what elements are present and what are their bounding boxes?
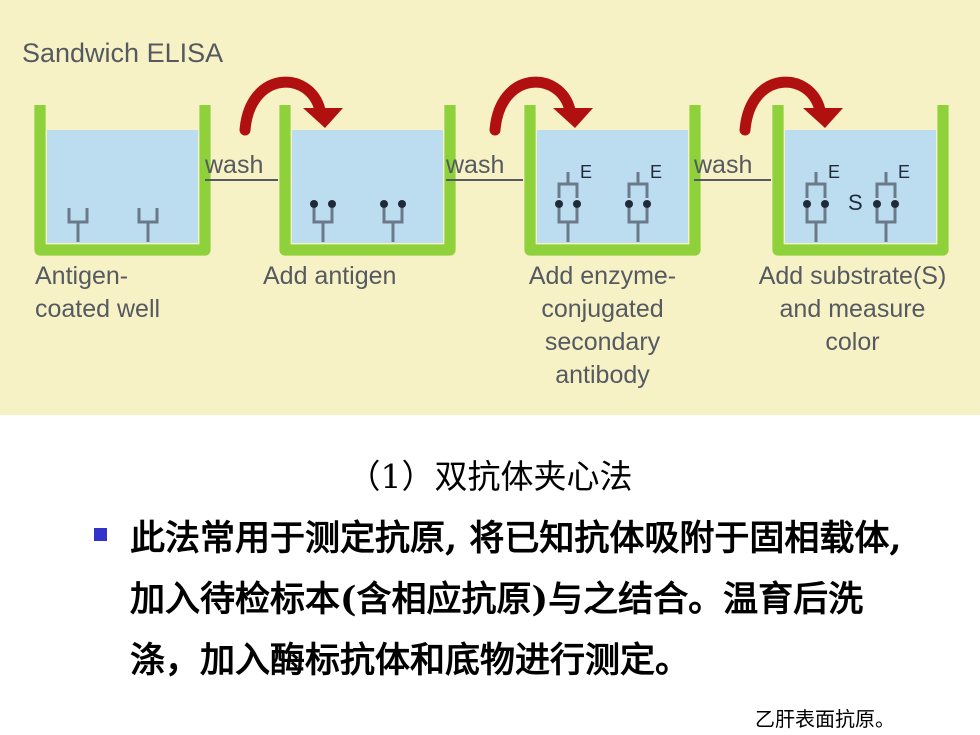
step-label-antigen-coated-well: Antigen- coated well bbox=[35, 262, 161, 323]
secondary-antibody bbox=[805, 172, 827, 198]
capture-antibody: E bbox=[625, 162, 662, 242]
well-1 bbox=[34, 105, 211, 256]
footnote: 乙肝表面抗原。 bbox=[755, 707, 895, 731]
section-heading: （1）双抗体夹心法 bbox=[347, 457, 633, 496]
well-wall bbox=[524, 105, 701, 256]
wash-label-3: wash bbox=[694, 151, 753, 179]
antigen-dot bbox=[398, 200, 406, 208]
step-arrow-3 bbox=[739, 76, 843, 136]
capture-antibody bbox=[380, 200, 406, 242]
well-wall bbox=[772, 105, 949, 256]
arrow-curve bbox=[739, 76, 826, 136]
well-2 bbox=[279, 105, 456, 256]
secondary-antibody bbox=[875, 172, 897, 198]
well-liquid bbox=[47, 130, 198, 243]
well-liquid bbox=[292, 130, 443, 243]
capture-antibody: E bbox=[803, 162, 840, 242]
enzyme-label: E bbox=[650, 162, 662, 182]
antigen-dot bbox=[803, 200, 811, 208]
step-label-add-antigen: Add antigen bbox=[263, 262, 397, 290]
capture-antibody bbox=[310, 200, 336, 242]
wash-label-1: wash bbox=[205, 151, 264, 179]
well-wall bbox=[34, 105, 211, 256]
capture-antibody bbox=[137, 208, 159, 242]
well-liquid bbox=[785, 130, 936, 243]
enzyme-label: E bbox=[828, 162, 840, 182]
antigen-dot bbox=[891, 200, 899, 208]
body-paragraph: 此法常用于测定抗原, 将已知抗体吸附于固相载体, 加入待检标本(含相应抗原)与之… bbox=[130, 518, 902, 681]
step-arrow-1 bbox=[239, 76, 343, 136]
arrow-head bbox=[303, 108, 343, 128]
capture-antibody: E bbox=[873, 162, 910, 242]
bullet-square-icon bbox=[94, 528, 107, 541]
step-label-add-enzyme-antibody: Add enzyme- conjugated secondary antibod… bbox=[528, 262, 677, 389]
antigen-dot bbox=[643, 200, 651, 208]
antigen-dot bbox=[873, 200, 881, 208]
antigen-dot bbox=[573, 200, 581, 208]
secondary-antibody bbox=[627, 172, 649, 198]
antigen-dot bbox=[625, 200, 633, 208]
capture-antibody bbox=[67, 208, 89, 242]
arrow-curve bbox=[239, 76, 326, 136]
antigen-dot bbox=[555, 200, 563, 208]
antigen-dot bbox=[328, 200, 336, 208]
enzyme-label: E bbox=[580, 162, 592, 182]
wash-label-2: wash bbox=[446, 151, 505, 179]
well-liquid bbox=[537, 130, 688, 243]
capture-antibody: E bbox=[555, 162, 592, 242]
antigen-dot bbox=[310, 200, 318, 208]
arrow-head bbox=[803, 108, 843, 128]
step-label-add-substrate: Add substrate(S) and measure color bbox=[758, 262, 947, 356]
enzyme-label: E bbox=[898, 162, 910, 182]
arrow-curve bbox=[489, 76, 576, 136]
step-arrow-2 bbox=[489, 76, 593, 136]
arrow-head bbox=[553, 108, 593, 128]
well-wall bbox=[279, 105, 456, 256]
diagram-title: Sandwich ELISA bbox=[22, 38, 224, 68]
antigen-dot bbox=[821, 200, 829, 208]
antigen-dot bbox=[380, 200, 388, 208]
substrate-label: S bbox=[848, 190, 863, 215]
secondary-antibody bbox=[557, 172, 579, 198]
